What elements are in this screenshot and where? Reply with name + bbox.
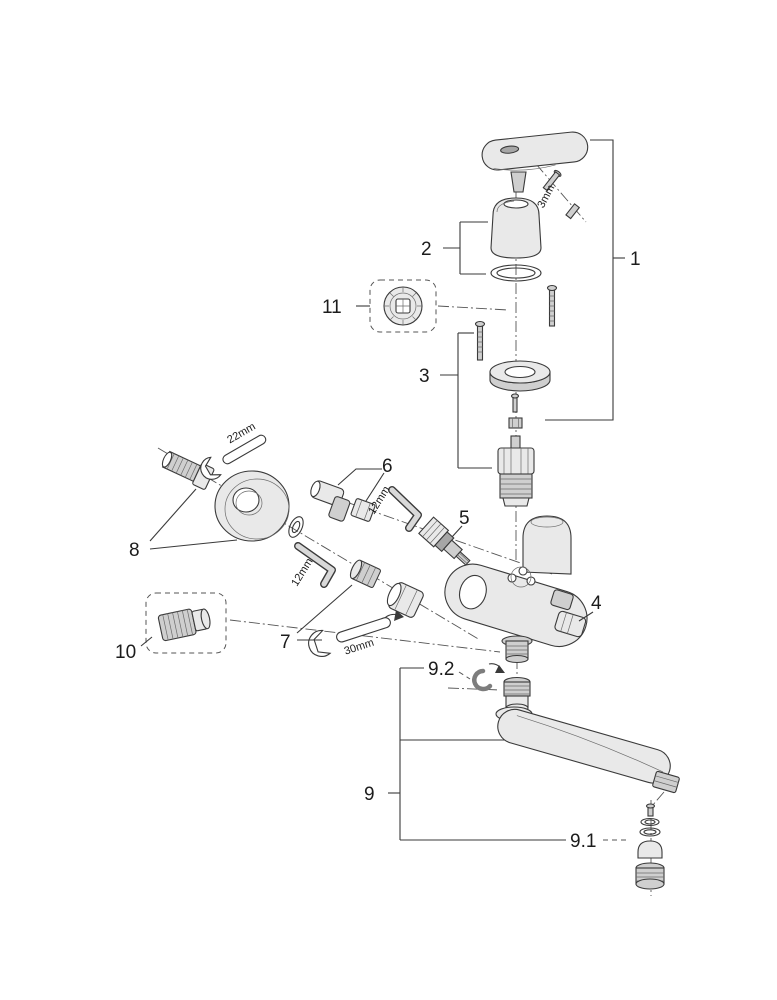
aerator-assembly [635, 803, 665, 890]
escutcheon-flange [489, 360, 551, 392]
axis-wall-union [157, 447, 481, 641]
cap-hood [490, 197, 542, 259]
axis-cap-detail [437, 305, 509, 311]
adapter-detail [145, 592, 227, 654]
handle-set-screw [542, 169, 562, 192]
mounting-screw-right [546, 284, 558, 327]
leader-8a [149, 488, 197, 542]
wrench-30mm [308, 617, 391, 657]
axis-adapter [229, 619, 501, 653]
union-nut [350, 498, 376, 522]
callout-3: 3 [419, 366, 430, 387]
leader-9-2 [458, 671, 471, 680]
wall-escutcheon [214, 470, 290, 542]
callout-9: 9 [364, 784, 375, 805]
dim-3mm: 3mm [535, 183, 557, 210]
callout-4: 4 [591, 593, 602, 614]
elbow-union [310, 480, 351, 522]
leader-6b [365, 472, 385, 502]
leader-6a [337, 468, 382, 486]
cartridge-nut [508, 417, 523, 429]
callout-10: 10 [115, 642, 136, 663]
swivel-collar-nut [386, 582, 424, 618]
allen-key-12mm-lower [294, 542, 336, 588]
wall-union-nipple [161, 450, 215, 490]
bracket-1 [545, 139, 614, 421]
snap-ring [472, 663, 505, 692]
axis-handle-screw [535, 163, 587, 223]
callout-6: 6 [382, 456, 393, 477]
screw-plug [565, 203, 581, 220]
callout-1: 1 [630, 249, 641, 270]
callout-7: 7 [280, 632, 291, 653]
callout-8: 8 [129, 540, 140, 561]
callout-9-2: 9.2 [428, 659, 454, 680]
leader-8b [149, 539, 238, 550]
cartridge-cap-detail [369, 279, 437, 333]
dim-12mm-lower: 12mm [289, 556, 315, 588]
axis-elbow-spindle [311, 489, 553, 575]
spout-shank [503, 676, 531, 713]
leader-4 [578, 611, 594, 622]
washer [288, 516, 304, 538]
wrench-22mm [200, 434, 267, 480]
leader-7a [296, 584, 353, 634]
leader-10 [140, 636, 153, 647]
cartridge-screw [510, 393, 520, 413]
callout-11: 11 [322, 297, 342, 318]
mounting-screw-left [474, 320, 486, 361]
faucet-body [444, 515, 588, 664]
compression-nut [349, 559, 381, 589]
handle-neck [510, 171, 527, 193]
diverter-spindle [418, 516, 471, 566]
swivel-spout [495, 706, 680, 794]
axis-spout-tip [651, 791, 665, 807]
o-ring [490, 264, 542, 282]
callout-9-1: 9.1 [570, 831, 596, 852]
callout-2: 2 [421, 239, 432, 260]
allen-key-12mm-upper [388, 486, 422, 532]
callout-5: 5 [459, 508, 470, 529]
cartridge [497, 435, 535, 507]
lever-handle [481, 131, 589, 171]
dim-12mm-upper: 12mm [366, 484, 392, 516]
axis-snap-ring [447, 687, 501, 691]
outlet-plug [554, 610, 587, 638]
leader-5 [451, 525, 463, 538]
